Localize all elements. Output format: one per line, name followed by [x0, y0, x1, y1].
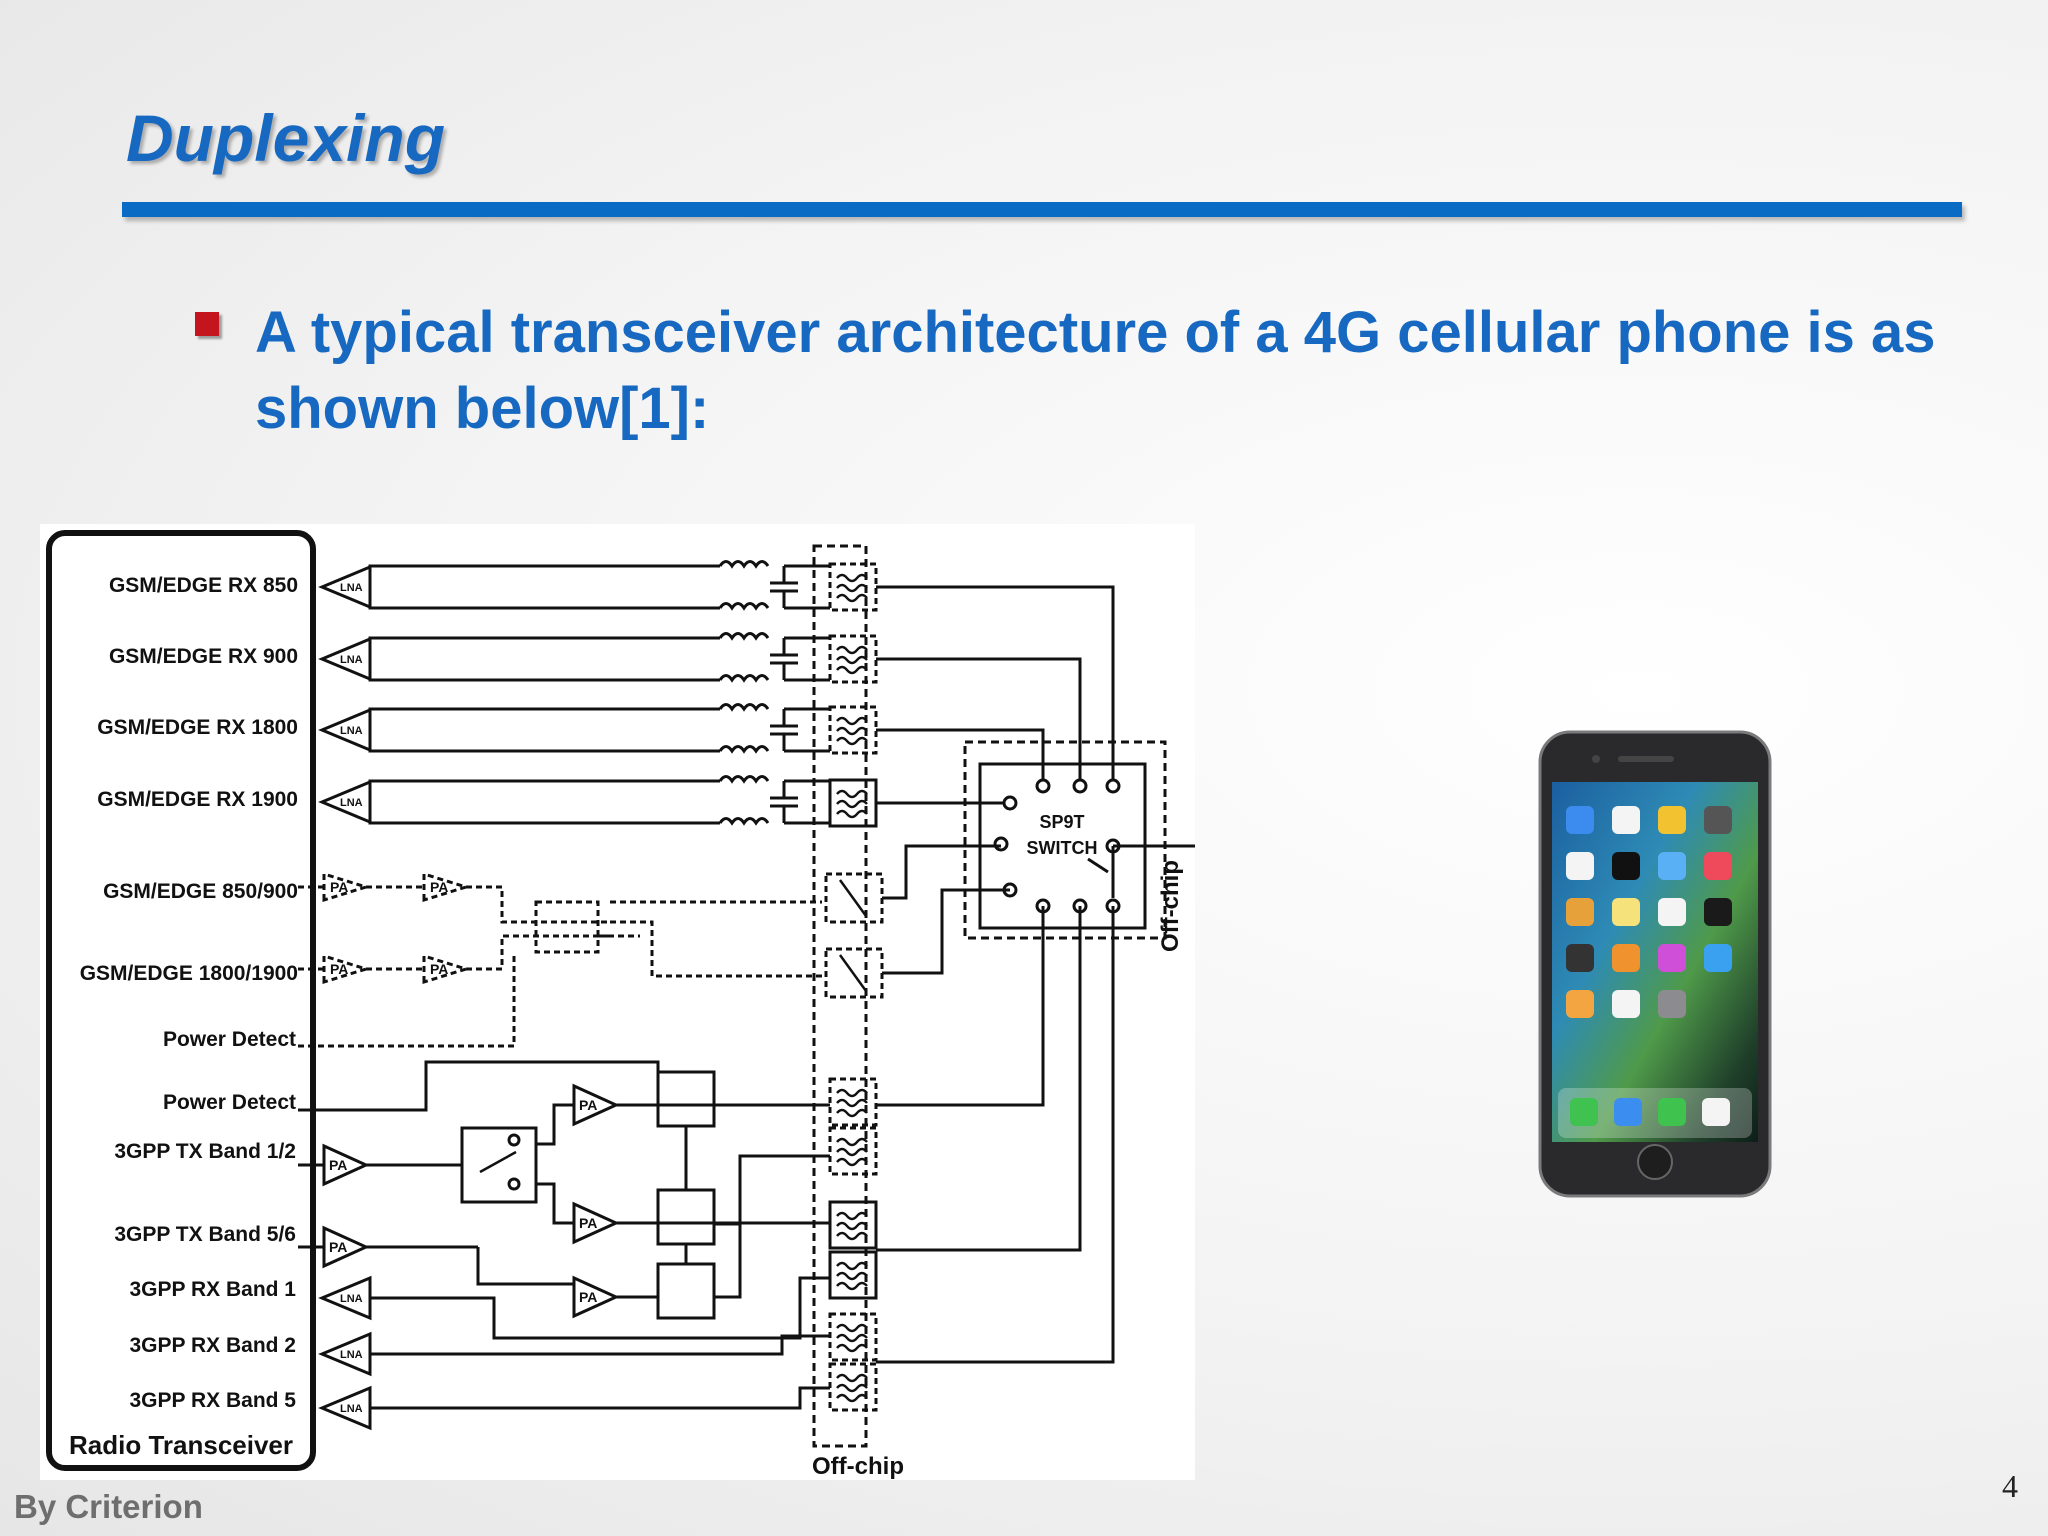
port-label: GSM/EDGE RX 850	[109, 574, 298, 597]
pa-label: PA	[579, 1289, 597, 1305]
pa-label: PA	[579, 1097, 597, 1113]
port-label: GSM/EDGE RX 1900	[97, 788, 298, 811]
port-label: Power Detect	[163, 1028, 296, 1051]
filter-wave-marks	[836, 573, 868, 1403]
lna-label: LNA	[340, 1403, 363, 1415]
port-label: 3GPP RX Band 5	[129, 1389, 296, 1412]
shunt-capacitors	[770, 564, 830, 825]
filter-to-switch-lines	[876, 585, 1115, 805]
lna-label: LNA	[340, 582, 363, 594]
power-detect-line	[298, 1060, 660, 1112]
filter-to-switch-lines	[876, 906, 1082, 1252]
coupler-box	[656, 1188, 716, 1246]
port-label: 3GPP TX Band 5/6	[114, 1223, 296, 1246]
switch-arm	[1087, 857, 1109, 874]
filter-to-switch-lines	[876, 906, 1115, 1364]
footer-credit: By Criterion	[14, 1488, 203, 1525]
port-label: 3GPP TX Band 1/2	[114, 1140, 296, 1163]
pa-label: PA	[330, 961, 348, 977]
port-label: GSM/EDGE RX 900	[109, 645, 298, 668]
transceiver-diagram: Radio Transceiver GSM/EDGE RX 850 GSM/ED…	[40, 524, 1195, 1480]
switch-label-1: SP9T	[1039, 812, 1084, 832]
lna-icon	[318, 779, 372, 825]
rx-band2-line	[370, 1334, 830, 1356]
lna-label: LNA	[340, 797, 363, 809]
pa-label: PA	[579, 1215, 597, 1231]
dock-icons	[1570, 1098, 1730, 1126]
lna-icon	[318, 707, 372, 753]
port-label: GSM/EDGE 850/900	[103, 880, 298, 903]
filter-to-switch-lines	[876, 906, 1045, 1107]
lna-icon	[318, 564, 372, 610]
port-label: GSM/EDGE RX 1800	[97, 716, 298, 739]
rx-band5-line	[370, 1386, 830, 1410]
bullet-text: A typical transceiver architecture of a …	[255, 300, 1936, 441]
gsm-tx-switch-line	[882, 844, 1001, 900]
pa-label: PA	[329, 1239, 347, 1255]
pa-label: PA	[330, 879, 348, 895]
slide-title: Duplexing	[126, 101, 446, 175]
lna-label: LNA	[340, 725, 363, 737]
page-number: 4	[2002, 1468, 2018, 1504]
port-label: Power Detect	[163, 1091, 296, 1114]
lna-icon	[318, 636, 372, 682]
port-label: 3GPP RX Band 2	[129, 1334, 296, 1357]
pa-label: PA	[430, 879, 448, 895]
switch-label-2: SWITCH	[1027, 838, 1098, 858]
title-underline	[122, 202, 1962, 217]
lna-label: LNA	[340, 1293, 363, 1305]
inductor-coils	[718, 560, 770, 826]
port-label: 3GPP RX Band 1	[129, 1278, 296, 1301]
smartphone-image	[1538, 730, 1782, 1200]
home-button-icon	[1637, 1144, 1673, 1180]
pa-label: PA	[430, 961, 448, 977]
offchip-bottom-label: Off-chip	[812, 1453, 904, 1480]
offchip-side-label: Off-chip	[1157, 860, 1184, 952]
lna-label: LNA	[340, 1349, 363, 1361]
filter-blocks	[828, 562, 878, 1412]
gsm-tx-switch-line	[882, 888, 1010, 975]
lna-label: LNA	[340, 654, 363, 666]
coupler-box	[656, 1070, 716, 1128]
bullet-square-icon	[195, 312, 219, 336]
rx-band1-line	[370, 1276, 830, 1340]
gsm-rx-lines	[368, 564, 720, 825]
pa-icon	[572, 1275, 620, 1319]
port-label: GSM/EDGE 1800/1900	[80, 962, 298, 985]
radio-transceiver-box	[46, 530, 316, 1471]
coupler-box	[656, 1262, 716, 1320]
gsm-tx-pa	[298, 871, 884, 1048]
pa-label: PA	[329, 1157, 347, 1173]
band-select-switch	[460, 1126, 538, 1204]
switch-outer-dashed	[963, 740, 1167, 940]
app-icon-grid	[1566, 806, 1732, 1018]
radio-transceiver-label: Radio Transceiver	[69, 1430, 293, 1460]
